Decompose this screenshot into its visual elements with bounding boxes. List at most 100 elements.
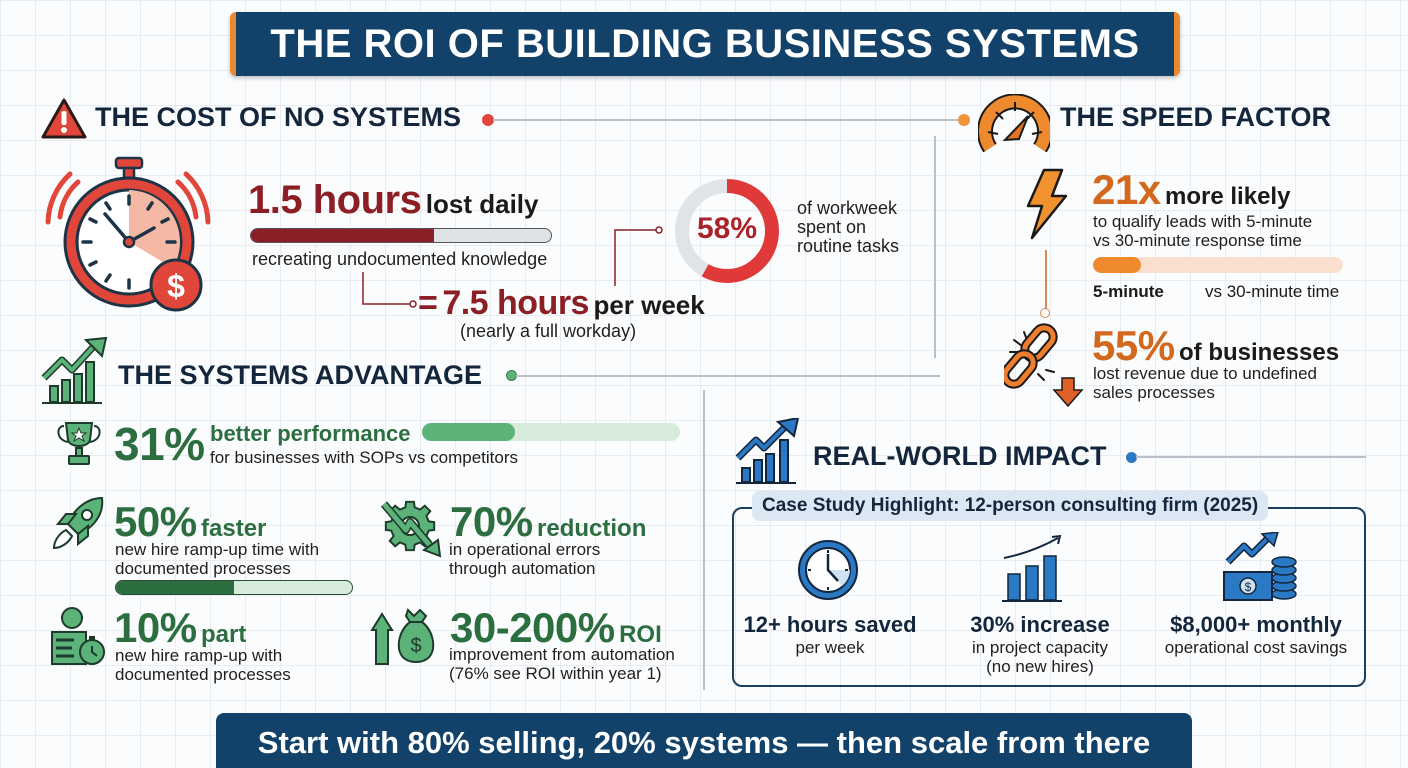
advantage-label: reduction [537,515,647,542]
rocket-icon [52,496,104,550]
speed-stat-1-desc: to qualify leads with 5-minute vs 30-min… [1093,212,1312,250]
speed-stat-2-value: 55% [1092,322,1175,369]
desc-line: documented processes [115,665,291,684]
connector-dot [1040,308,1050,318]
desc-line: improvement from automation [449,645,675,664]
case-stat: 12+ hours saved per week [730,612,930,657]
performance-bar [422,423,680,441]
advantage-stat: 10% part [114,604,246,652]
desc-line: through automation [449,559,596,578]
page-title: THE ROI OF BUILDING BUSINESS SYSTEMS [270,21,1140,66]
connector-line [1045,250,1047,310]
advantage-stat: 30-200% ROI [450,604,662,652]
advantage-label: faster [201,515,267,542]
footer-banner: Start with 80% selling, 20% systems — th… [216,713,1192,768]
stopwatch-dollar-icon: $ [45,156,211,312]
weekly-loss-value: 7.5 hours [442,284,589,322]
desc-line: documented processes [115,559,291,578]
case-stat-headline: 12+ hours saved [743,612,917,637]
ramp-up-bar [115,580,353,595]
donut-chart [675,179,779,283]
advantage-desc: new hire ramp-up time with documented pr… [115,540,319,578]
case-stat-sub: (no new hires) [986,657,1094,676]
connector-line [1136,456,1366,458]
gear-down-arrow-icon [380,500,442,558]
daily-loss-bar [250,228,552,243]
trophy-icon [57,422,101,465]
advantage-value: 30-200% [450,604,615,651]
connector-dot [482,114,494,126]
donut-desc-line: routine tasks [797,236,900,256]
case-stat-sub: per week [795,638,865,657]
warning-triangle-icon [41,98,87,139]
weekly-loss-label: per week [593,290,705,320]
advantage-desc: new hire ramp-up with documented process… [115,646,291,684]
weekly-equals: = [418,284,438,322]
money-bag-up-icon: $ [370,608,435,665]
desc-line: (76% see ROI within year 1) [449,664,662,683]
svg-text:$: $ [410,635,421,657]
case-stat-sub: in project capacity [971,638,1109,657]
desc-line: to qualify leads with 5-minute [1093,212,1313,231]
section-heading-advantage: THE SYSTEMS ADVANTAGE [118,360,483,390]
advantage-value: 31% [114,418,205,470]
donut-desc: of workweek spent on routine tasks [797,199,899,256]
case-study-label: Case Study Highlight: 12-person consulti… [752,491,1269,521]
advantage-value: 10% [114,604,197,651]
weekly-loss-note: (nearly a full workday) [460,321,637,341]
daily-loss-value: 1.5 hours [248,178,422,222]
connector-elbow [614,226,663,286]
desc-line: in operational errors [449,540,601,559]
divider-vertical [934,136,936,358]
advantage-value: 70% [450,498,533,545]
case-stat-headline: 30% increase [970,612,1110,637]
advantage-value: 50% [114,498,197,545]
speed-stat-2: 55% of businesses [1092,322,1339,370]
bar-left-label: 5-minute [1093,282,1164,301]
section-heading-speed: THE SPEED FACTOR [1060,102,1332,132]
connector-elbow [362,272,417,308]
connector-dot [958,114,970,126]
advantage-label: part [201,621,247,648]
svg-text:$: $ [167,268,185,304]
footer-text: Start with 80% selling, 20% systems — th… [257,725,1151,760]
daily-loss-bar-fill [251,229,434,242]
desc-line: new hire ramp-up with [115,646,283,665]
advantage-desc: for businesses with SOPs vs competitors [210,448,519,467]
divider-vertical [703,390,705,690]
advantage-stat: 70% reduction [450,498,646,546]
connector-line [516,375,940,377]
person-document-timer-icon [51,607,105,665]
speed-stat-1: 21x more likely [1092,166,1290,214]
speed-stat-1-label: more likely [1165,183,1291,210]
donut-desc-line: spent on [797,217,867,237]
connector-line [493,119,959,121]
daily-loss-label: lost daily [425,189,539,219]
speed-stat-2-desc: lost revenue due to undefined sales proc… [1093,364,1317,402]
speed-stat-2-label: of businesses [1179,339,1340,366]
case-stat-headline: $8,000+ monthly [1170,612,1342,637]
performance-bar-fill [422,423,515,441]
case-stat: 30% increase in project capacity (no new… [940,612,1140,676]
response-time-bar-fill [1093,257,1141,273]
donut-desc-line: of workweek [797,198,898,218]
connector-dot [1126,452,1137,463]
growth-chart-icon [735,418,800,484]
advantage-stat: 50% faster [114,498,266,546]
section-heading-impact: REAL-WORLD IMPACT [813,441,1107,471]
lightning-bolt-icon [1026,168,1068,240]
response-time-bar [1093,257,1343,273]
bar-chart-up-icon [1002,534,1062,602]
bar-right-label: vs 30-minute time [1205,282,1340,301]
cash-coins-up-icon: $ [1223,532,1297,601]
growth-chart-icon [41,336,108,404]
clock-icon [798,540,858,600]
daily-loss-stat: 1.5 hours lost daily [248,178,539,223]
daily-loss-desc: recreating undocumented knowledge [252,249,548,269]
ramp-up-bar-fill [116,581,234,594]
advantage-label: better performance [210,421,411,446]
speedometer-icon [978,94,1050,152]
section-heading-cost: THE COST OF NO SYSTEMS [95,102,462,132]
advantage-desc: improvement from automation (76% see ROI… [449,645,675,683]
desc-line: lost revenue due to undefined [1093,364,1318,383]
